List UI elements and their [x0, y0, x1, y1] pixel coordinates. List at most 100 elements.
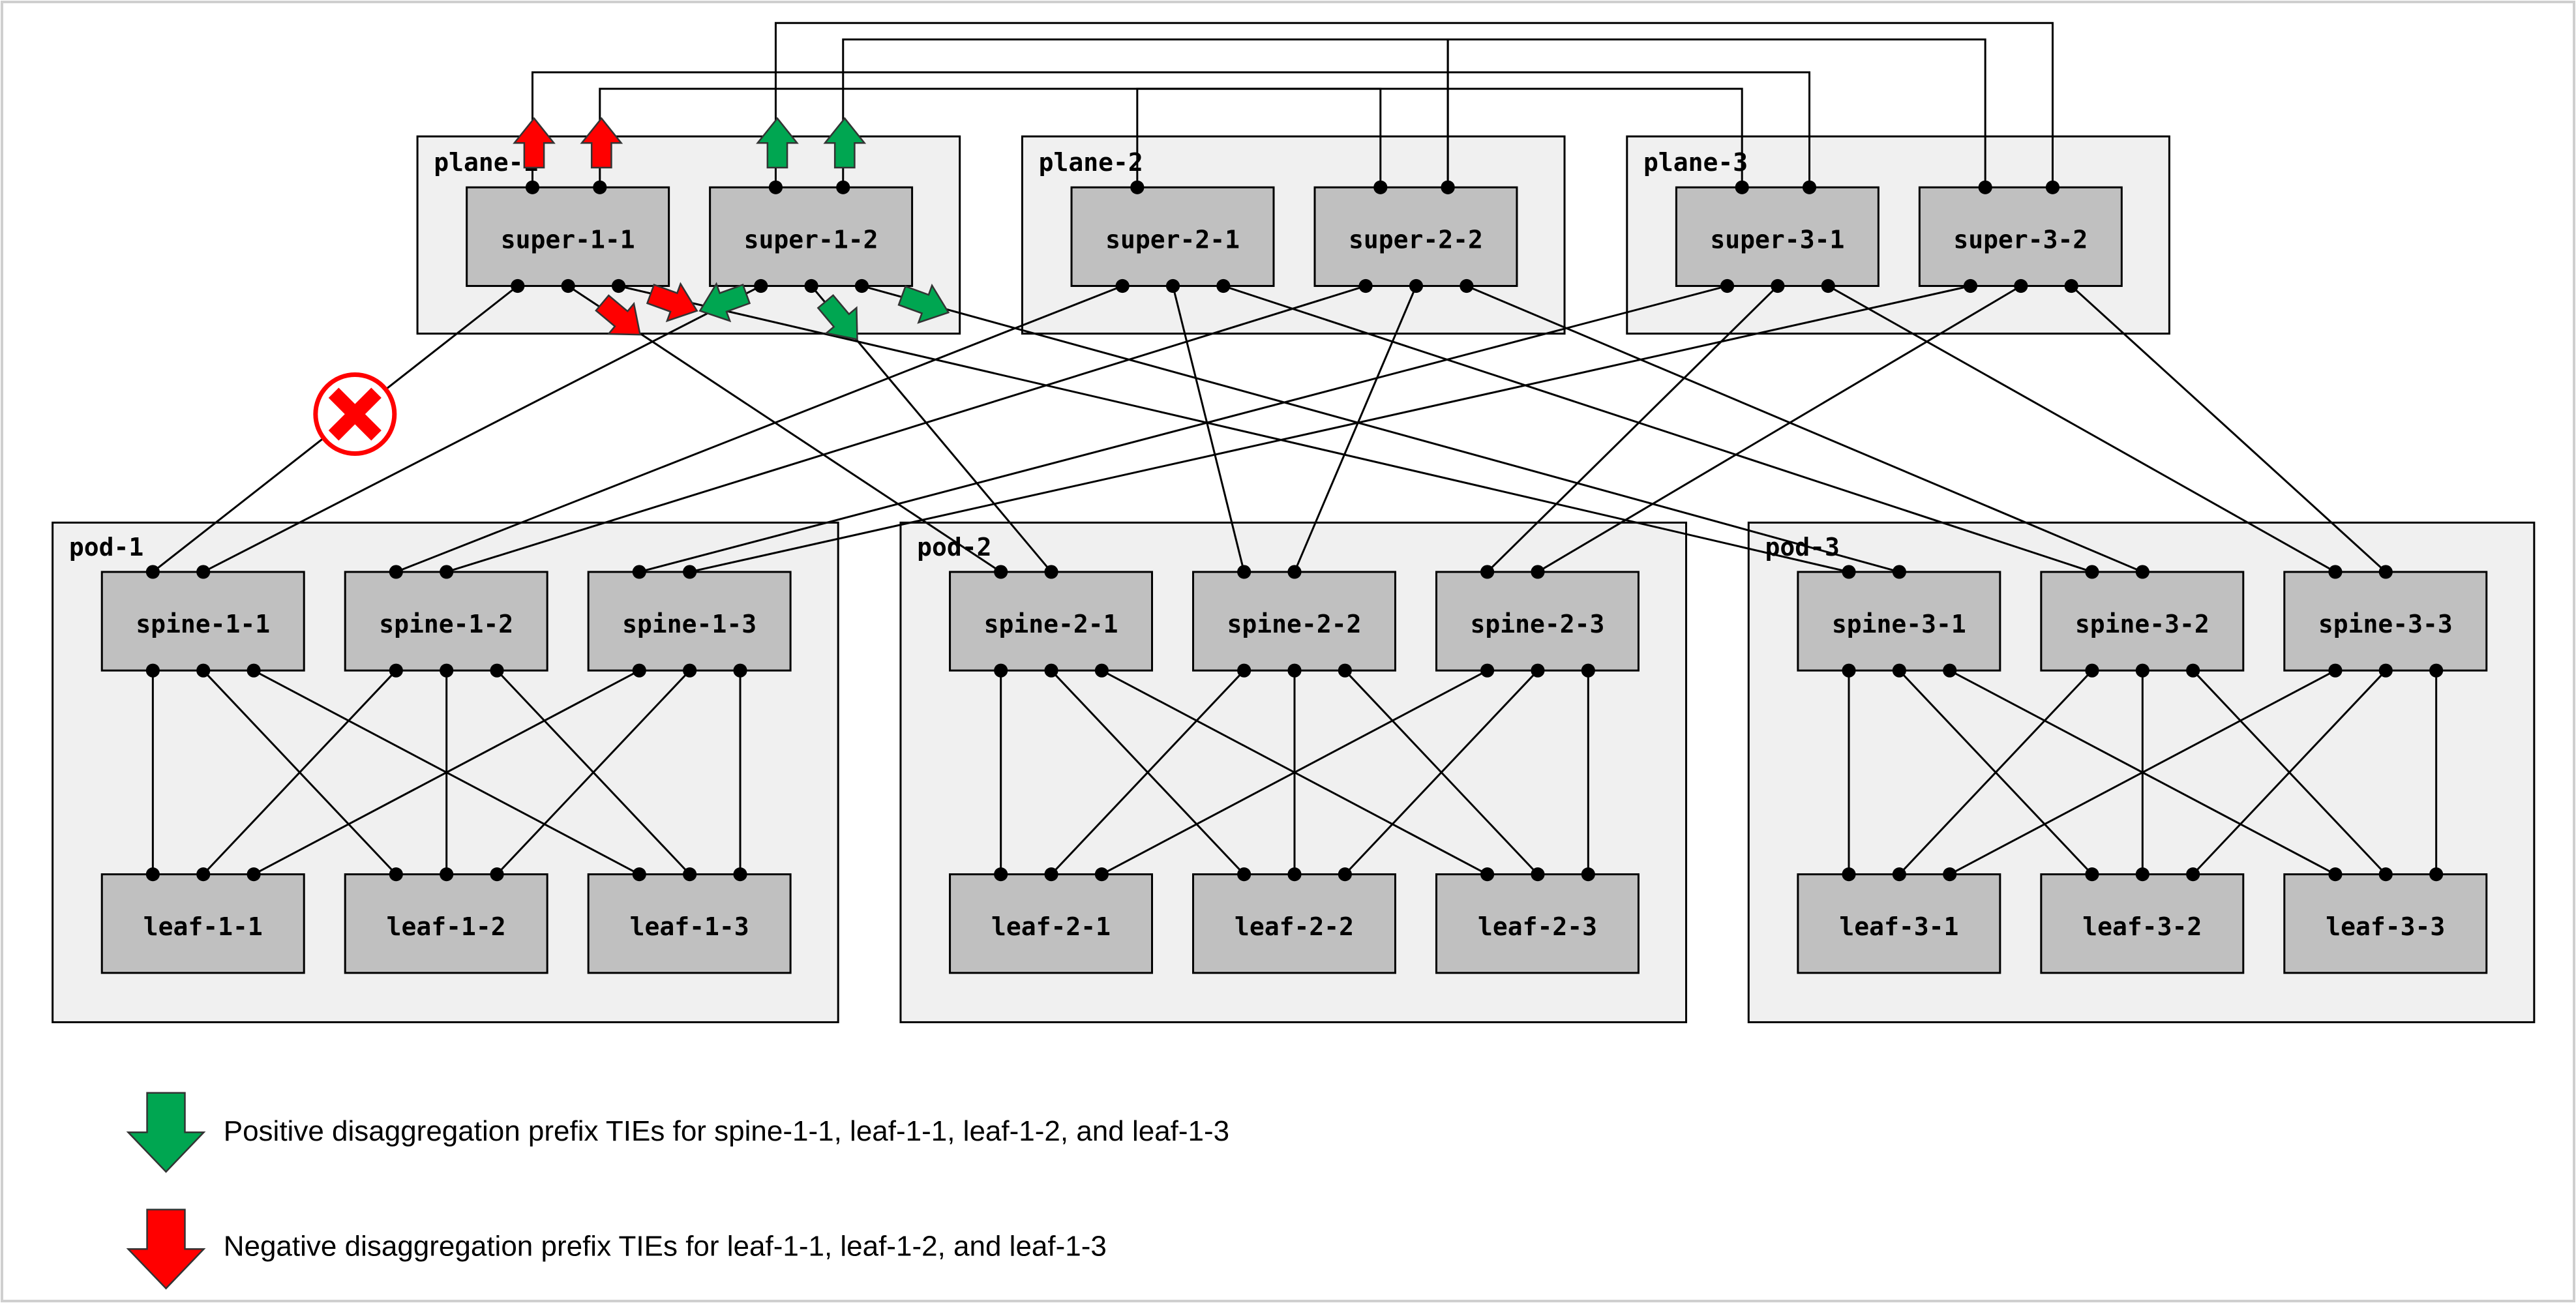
port-dot: [490, 867, 504, 882]
node-spine-3-1[interactable]: spine-3-1: [1797, 571, 2001, 672]
super-label: super-3-1: [1710, 226, 1844, 254]
port-dot: [1094, 663, 1109, 678]
negative-tie-arrow: [595, 294, 642, 336]
port-dot: [2378, 663, 2393, 678]
port-dot: [1409, 278, 1424, 293]
spine-label: spine-1-2: [379, 610, 513, 638]
port-dot: [1216, 278, 1231, 293]
spine-label: spine-2-2: [1227, 610, 1362, 638]
port-dot: [1237, 565, 1251, 579]
node-super-2-1[interactable]: super-2-1: [1070, 186, 1275, 287]
super-label: super-2-1: [1105, 226, 1240, 254]
port-dot: [994, 867, 1008, 882]
super-spine-link: [861, 285, 1900, 573]
node-super-3-2[interactable]: super-3-2: [1918, 186, 2123, 287]
port-dot: [854, 278, 869, 293]
leaf-label: leaf-1-1: [143, 912, 263, 941]
negative-tie-arrow: [513, 117, 556, 169]
leaf-label: leaf-1-2: [387, 912, 506, 941]
port-dot: [247, 867, 261, 882]
port-dot: [196, 663, 211, 678]
port-dot: [2135, 565, 2149, 579]
node-spine-2-1[interactable]: spine-2-1: [949, 571, 1154, 672]
legend-positive-text: Positive disaggregation prefix TIEs for …: [224, 1115, 1229, 1147]
port-dot: [1480, 565, 1495, 579]
port-dot: [440, 867, 454, 882]
node-leaf-2-3[interactable]: leaf-2-3: [1435, 873, 1640, 974]
port-dot: [733, 867, 747, 882]
port-dot: [1287, 867, 1302, 882]
super-spine-link: [689, 285, 1971, 573]
port-dot: [1338, 663, 1352, 678]
port-dot: [490, 663, 504, 678]
spine-label: spine-3-1: [1832, 610, 1966, 638]
port-dot: [389, 565, 403, 579]
legend-positive: Positive disaggregation prefix TIEs for …: [126, 1092, 1229, 1173]
super-label: super-1-2: [744, 226, 878, 254]
port-dot: [994, 565, 1008, 579]
node-leaf-3-2[interactable]: leaf-3-2: [2040, 873, 2245, 974]
spine-leaf-link: [253, 669, 640, 875]
plane-label: plane-1: [434, 148, 538, 177]
node-super-1-1[interactable]: super-1-1: [466, 186, 670, 287]
node-super-1-2[interactable]: super-1-2: [709, 186, 914, 287]
port-dot: [1735, 180, 1749, 194]
spine-label: spine-1-3: [622, 610, 756, 638]
port-dot: [1892, 867, 1906, 882]
port-dot: [1963, 278, 1978, 293]
spine-leaf-link: [202, 670, 397, 875]
super-spine-link: [1537, 285, 2022, 573]
port-dot: [1287, 663, 1302, 678]
node-spine-2-3[interactable]: spine-2-3: [1435, 571, 1640, 672]
node-super-3-1[interactable]: super-3-1: [1675, 186, 1880, 287]
spine-label: spine-3-3: [2318, 610, 2453, 638]
port-dot: [1130, 180, 1145, 194]
super-label: super-1-1: [501, 226, 635, 254]
positive-legend-arrow-icon: [126, 1092, 206, 1173]
node-spine-1-3[interactable]: spine-1-3: [587, 571, 792, 672]
port-dot: [1842, 663, 1856, 678]
pod-label: pod-1: [69, 533, 143, 562]
port-dot: [2328, 565, 2343, 579]
port-dot: [2186, 867, 2200, 882]
port-dot: [2186, 663, 2200, 678]
node-leaf-1-2[interactable]: leaf-1-2: [344, 873, 548, 974]
node-leaf-2-2[interactable]: leaf-2-2: [1192, 873, 1396, 974]
node-spine-3-3[interactable]: spine-3-3: [2283, 571, 2488, 672]
super-spine-link: [638, 285, 1728, 573]
node-leaf-2-1[interactable]: leaf-2-1: [949, 873, 1154, 974]
port-dot: [1044, 663, 1058, 678]
spine-leaf-link: [2192, 670, 2387, 875]
node-leaf-3-1[interactable]: leaf-3-1: [1797, 873, 2001, 974]
negative-tie-arrow: [580, 117, 623, 169]
port-dot: [1373, 180, 1388, 194]
node-super-2-2[interactable]: super-2-2: [1313, 186, 1518, 287]
node-spine-3-2[interactable]: spine-3-2: [2040, 571, 2245, 672]
negative-legend-arrow-icon: [126, 1208, 206, 1290]
port-dot: [1441, 180, 1455, 194]
link-failure-icon: [313, 372, 397, 457]
port-dot: [1531, 565, 1545, 579]
positive-tie-arrow: [698, 282, 751, 323]
port-dot: [1892, 565, 1906, 579]
port-dot: [593, 180, 607, 194]
leaf-label: leaf-2-1: [991, 912, 1111, 941]
super-spine-link: [618, 285, 1850, 573]
port-dot: [2328, 663, 2343, 678]
node-leaf-1-1[interactable]: leaf-1-1: [100, 873, 305, 974]
port-dot: [1581, 867, 1595, 882]
super-spine-link: [1293, 285, 1417, 573]
port-dot: [440, 565, 454, 579]
leaf-label: leaf-3-3: [2326, 912, 2445, 941]
port-dot: [511, 278, 525, 293]
leaf-label: leaf-1-3: [630, 912, 749, 941]
port-dot: [1771, 278, 1785, 293]
node-spine-1-1[interactable]: spine-1-1: [100, 571, 305, 672]
node-spine-2-2[interactable]: spine-2-2: [1192, 571, 1396, 672]
port-dot: [632, 867, 646, 882]
node-spine-1-2[interactable]: spine-1-2: [344, 571, 548, 672]
leaf-label: leaf-2-2: [1235, 912, 1354, 941]
spine-label: spine-1-1: [136, 610, 270, 638]
node-leaf-3-3[interactable]: leaf-3-3: [2283, 873, 2488, 974]
node-leaf-1-3[interactable]: leaf-1-3: [587, 873, 792, 974]
